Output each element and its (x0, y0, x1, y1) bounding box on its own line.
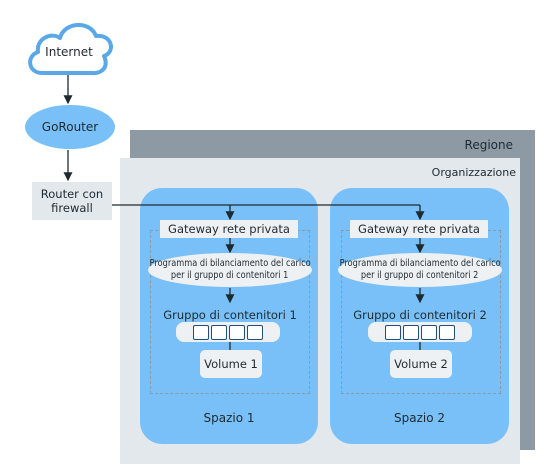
load-balancer-2: Programma di bilanciamento del carico pe… (338, 253, 502, 287)
load-balancer-1: Programma di bilanciamento del carico pe… (148, 253, 312, 287)
gateway-1: Gateway rete privata (160, 220, 298, 238)
cloud-icon (28, 23, 113, 76)
load-balancer-1-line1: Programma di bilanciamento del carico (149, 258, 311, 269)
container-icon (385, 324, 401, 340)
load-balancer-2-line2: per il gruppo di contenitori 2 (361, 270, 479, 281)
container-group-1 (176, 322, 280, 342)
container-icon (247, 324, 263, 340)
gorouter-label: GoRouter (41, 120, 99, 134)
container-icon (211, 324, 227, 340)
space-1-label: Spazio 1 (203, 411, 255, 425)
volume-1: Volume 1 (200, 350, 262, 378)
gorouter-node: GoRouter (25, 105, 115, 149)
container-icon (229, 324, 245, 340)
container-icon (421, 324, 437, 340)
gateway-2: Gateway rete privata (350, 220, 488, 238)
container-group-2-label: Gruppo di contenitori 2 (353, 308, 487, 322)
organization-label: Organizzazione (431, 166, 516, 179)
container-group-2 (368, 322, 472, 342)
container-icon (439, 324, 455, 340)
router-firewall-node: Router con firewall (32, 182, 112, 220)
container-icon (193, 324, 209, 340)
volume-2: Volume 2 (390, 350, 452, 378)
router-label-line1: Router con (40, 187, 104, 201)
load-balancer-2-line1: Programma di bilanciamento del carico (339, 258, 501, 269)
container-group-1-label: Gruppo di contenitori 1 (163, 308, 297, 322)
router-label-line2: firewall (51, 201, 93, 215)
region-label: Regione (464, 138, 513, 152)
space-2-label: Spazio 2 (393, 411, 445, 425)
container-icon (403, 324, 419, 340)
internet-label: Internet (45, 45, 93, 59)
load-balancer-1-line2: per il gruppo di contenitori 1 (171, 270, 289, 281)
